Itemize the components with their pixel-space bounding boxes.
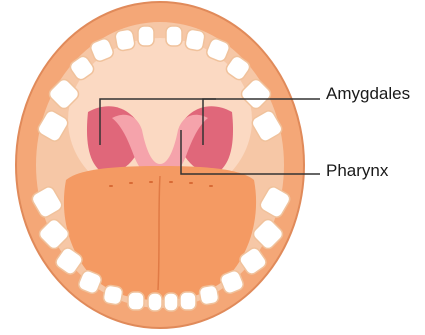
- label-pharynx: Pharynx: [326, 162, 388, 179]
- label-amygdales: Amygdales: [326, 85, 410, 102]
